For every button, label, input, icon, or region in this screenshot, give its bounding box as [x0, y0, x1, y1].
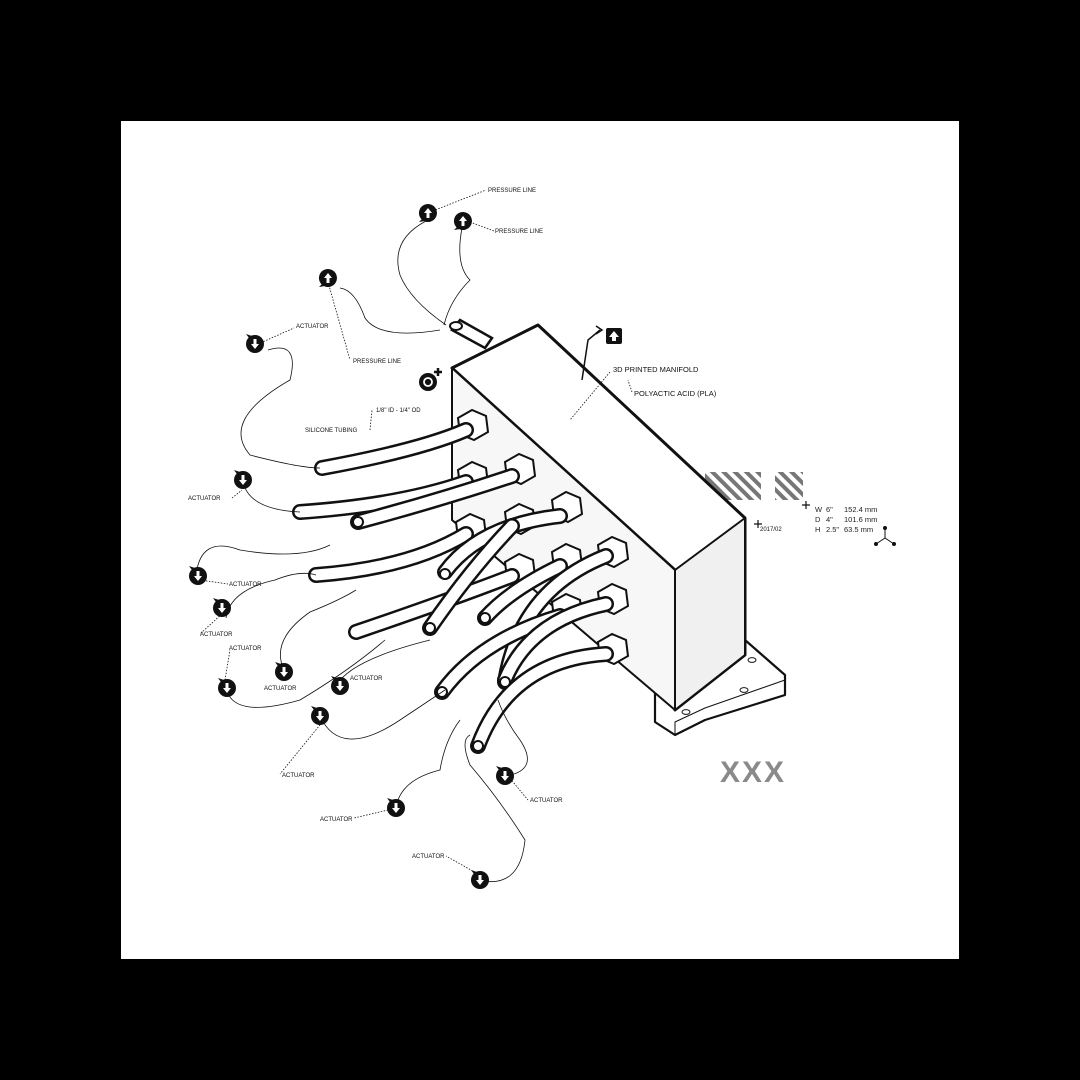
pressure-line-icon: [418, 204, 437, 222]
pressure-line-label: PRESSURE LINE: [488, 188, 536, 194]
export-icon: [581, 325, 622, 381]
svg-text:2.5": 2.5": [826, 525, 839, 534]
svg-text:101.6 mm: 101.6 mm: [844, 515, 877, 524]
hatch-block: [775, 472, 803, 500]
actuator-icon: [189, 566, 207, 585]
actuator-icon: [387, 798, 405, 817]
actuator-label: ACTUATOR: [264, 686, 297, 692]
rotate-add-icon: [419, 368, 442, 391]
silicone-tubing-label: SILICONE TUBING: [305, 428, 358, 434]
actuator-label: ACTUATOR: [282, 773, 315, 779]
actuator-label: ACTUATOR: [320, 817, 353, 823]
actuator-label: ACTUATOR: [200, 632, 233, 638]
axis-triad-icon: [874, 526, 896, 546]
actuator-label: ACTUATOR: [530, 798, 563, 804]
actuator-icon: [218, 678, 236, 697]
actuator-label: ACTUATOR: [229, 646, 262, 652]
date-label: 2017/02: [760, 527, 782, 533]
actuator-icon: [213, 598, 231, 617]
svg-text:H: H: [815, 525, 820, 534]
actuator-label: ACTUATOR: [350, 676, 383, 682]
actuator-icon: [331, 676, 349, 695]
manifold-label: 3D PRINTED MANIFOLD: [613, 365, 699, 374]
manifold-body: [450, 323, 747, 712]
tube-size-label: 1/8" ID - 1/4" OD: [376, 408, 421, 414]
pressure-tube: [449, 318, 494, 350]
actuator-label: ACTUATOR: [229, 582, 262, 588]
actuator-label: ACTUATOR: [412, 854, 445, 860]
pressure-line-icon: [318, 269, 337, 287]
svg-text:6": 6": [826, 505, 833, 514]
actuator-icon: [311, 706, 329, 725]
plus-markers: [754, 501, 810, 528]
dimensions-table: W 6" 152.4 mm D 4" 101.6 mm H 2.5" 63.5 …: [815, 505, 877, 534]
silicone-tubes: [292, 422, 614, 754]
xxx-mark: XXX: [720, 756, 786, 789]
svg-text:D: D: [815, 515, 821, 524]
actuator-icon: [496, 766, 514, 785]
pressure-line-icon: [453, 212, 472, 230]
actuator-icon: [234, 470, 252, 489]
svg-text:W: W: [815, 505, 823, 514]
actuator-icon: [471, 870, 489, 889]
actuator-icon: [275, 662, 293, 681]
actuator-label: ACTUATOR: [188, 496, 221, 502]
svg-text:152.4 mm: 152.4 mm: [844, 505, 877, 514]
actuator-icon: [246, 334, 264, 353]
svg-text:63.5 mm: 63.5 mm: [844, 525, 873, 534]
pressure-line-label: PRESSURE LINE: [495, 229, 543, 235]
tube-openings: [352, 516, 511, 752]
leader-lines: [195, 220, 528, 882]
pressure-line-label: PRESSURE LINE: [353, 359, 401, 365]
svg-text:4": 4": [826, 515, 833, 524]
material-label: POLYACTIC ACID (PLA): [634, 389, 717, 398]
actuator-label: ACTUATOR: [296, 324, 329, 330]
